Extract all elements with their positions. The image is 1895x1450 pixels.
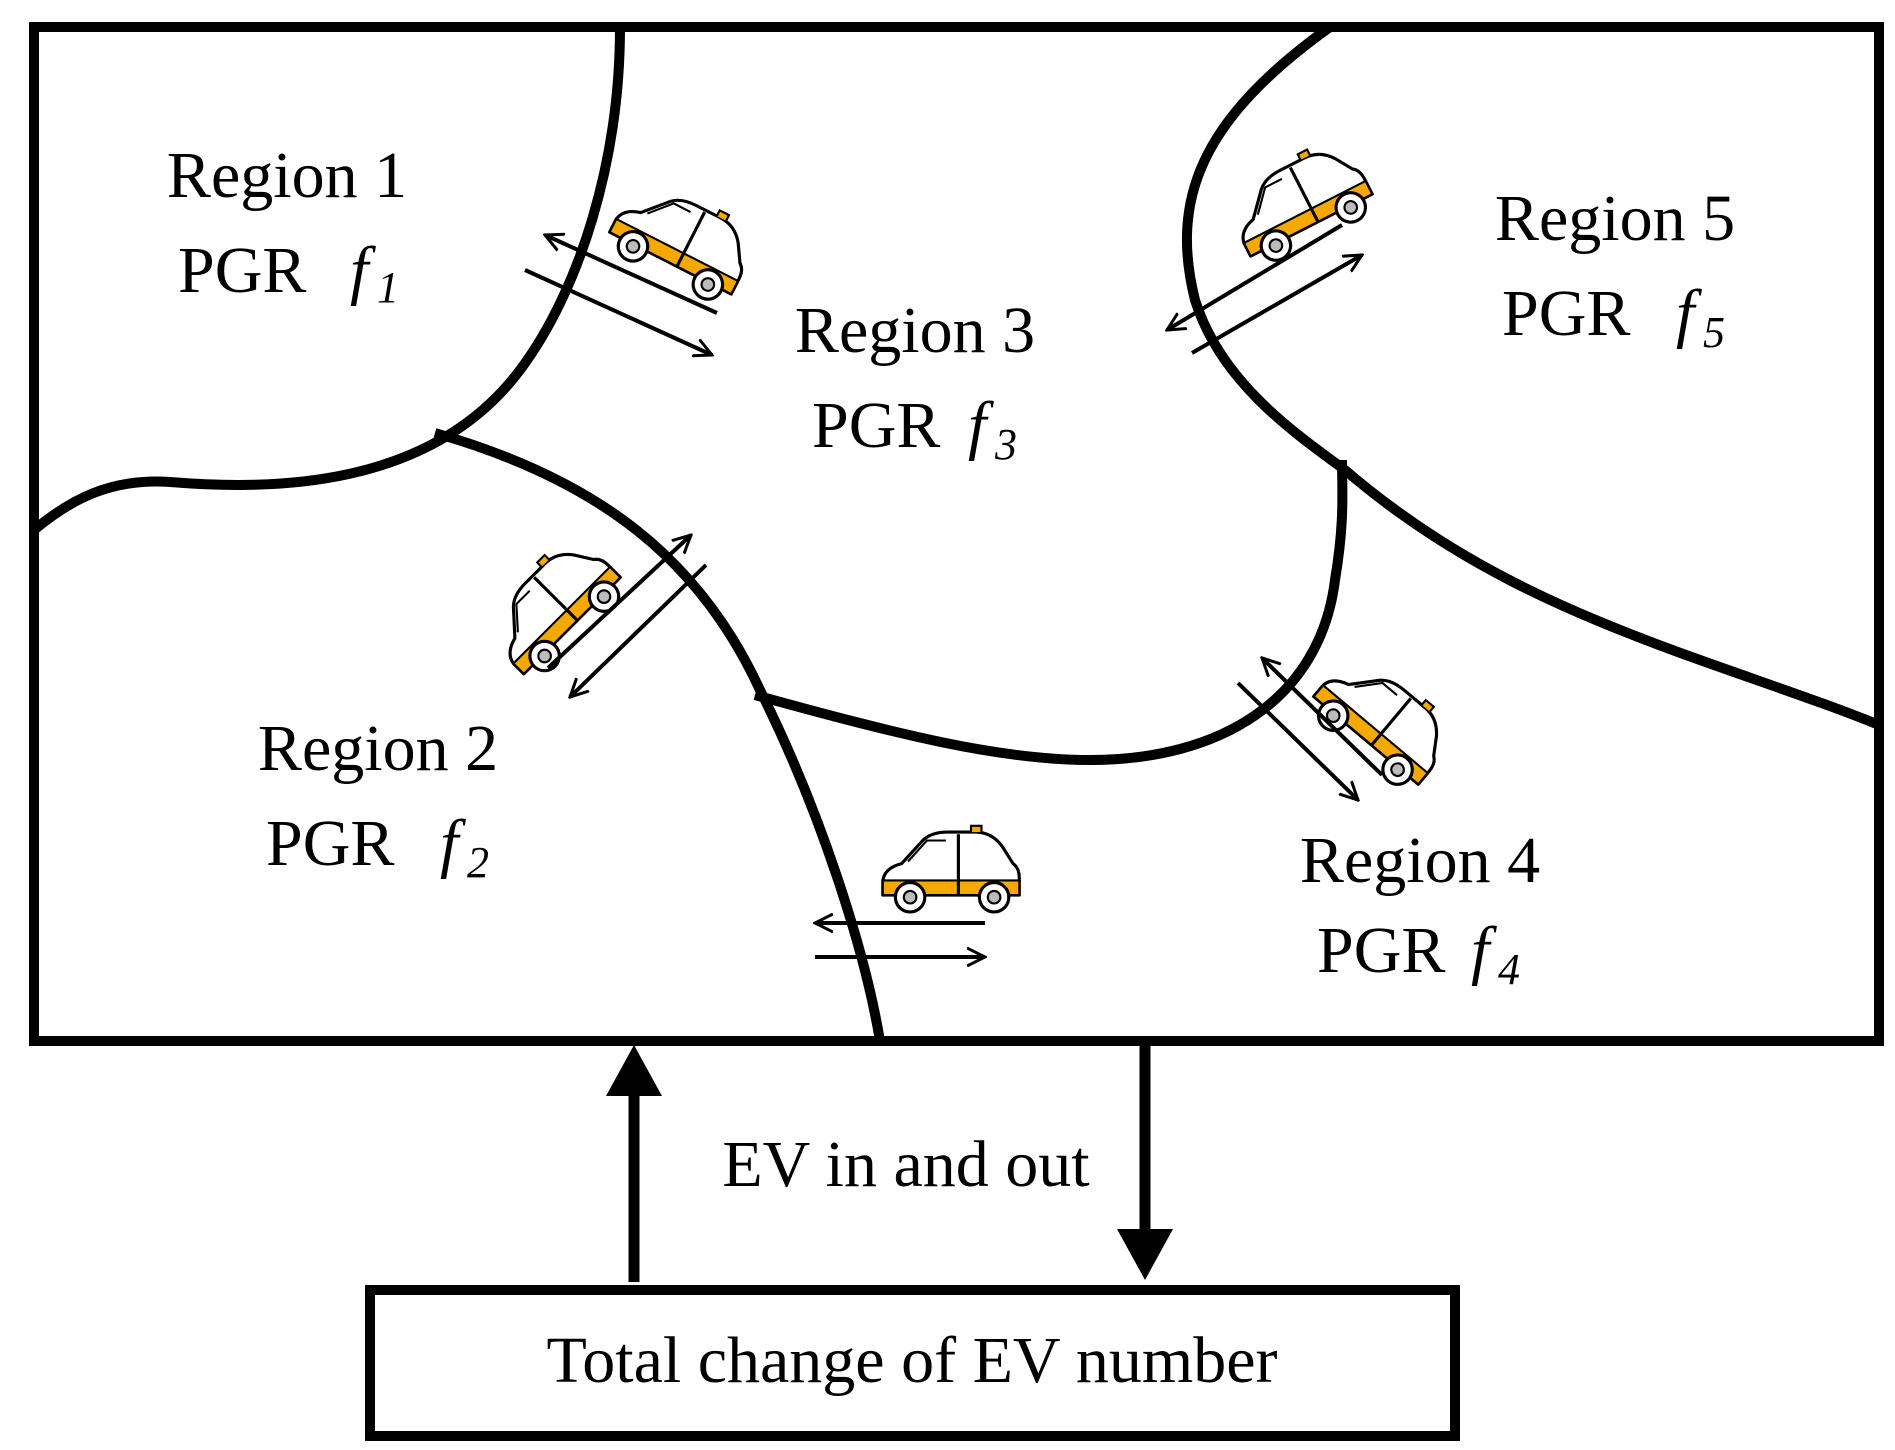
arrow-icon xyxy=(570,563,708,697)
pgr-symbol: f xyxy=(1676,277,1702,350)
pgr-subscript: 1 xyxy=(377,263,399,312)
region-2-label: Region 2 PGR f 2 xyxy=(258,712,498,887)
ev-in-arrow xyxy=(606,1045,662,1282)
arrow-icon xyxy=(546,535,691,670)
pgr-symbol: f xyxy=(968,389,994,462)
total-change-box xyxy=(365,1285,1460,1441)
pgr-symbol: f xyxy=(440,807,466,880)
pgr-label: PGR xyxy=(266,807,394,880)
transfer-1-3 xyxy=(524,168,765,355)
transfer-3-4 xyxy=(1236,641,1465,800)
boundary-region2-3 xyxy=(433,428,885,1042)
city-frame xyxy=(29,22,1884,1046)
pgr-label: PGR xyxy=(178,234,306,307)
pgr-label: PGR xyxy=(1317,914,1445,987)
pgr-label: PGR xyxy=(1502,277,1630,350)
boundary-region1 xyxy=(30,26,625,534)
total-change-label: Total change of EV number xyxy=(547,1324,1278,1397)
pgr-subscript: 3 xyxy=(994,420,1017,469)
flow-label: EV in and out xyxy=(722,1128,1089,1201)
ev-out-arrow xyxy=(1117,1041,1173,1280)
region-name: Region 3 xyxy=(795,294,1035,367)
transfer-2-4 xyxy=(815,824,1021,957)
boundary-region3-4 xyxy=(753,459,1348,766)
car-icon xyxy=(881,824,1021,914)
pgr-symbol: f xyxy=(350,234,376,307)
transfer-3-5 xyxy=(1167,130,1382,355)
region-name: Region 4 xyxy=(1300,824,1540,897)
pgr-symbol: f xyxy=(1471,914,1497,987)
arrow-icon xyxy=(545,235,718,315)
region-4-label: Region 4 PGR f 4 xyxy=(1300,824,1540,994)
arrow-icon xyxy=(1167,223,1344,330)
region-name: Region 5 xyxy=(1495,182,1735,255)
region-5-label: Region 5 PGR f 5 xyxy=(1495,182,1735,357)
arrow-icon xyxy=(1262,658,1384,777)
pgr-subscript: 5 xyxy=(1703,308,1725,357)
region-name: Region 2 xyxy=(258,712,498,785)
region-3-label: Region 3 PGR f 3 xyxy=(795,294,1035,469)
region-1-label: Region 1 PGR f 1 xyxy=(167,139,407,312)
car-icon xyxy=(600,168,765,311)
pgr-label: PGR xyxy=(812,389,940,462)
arrow-icon xyxy=(524,268,712,355)
arrow-icon xyxy=(1191,253,1362,355)
arrow-icon xyxy=(1236,681,1358,800)
region-name: Region 1 xyxy=(167,139,407,212)
transfer-2-3 xyxy=(473,526,708,697)
pgr-subscript: 2 xyxy=(467,838,489,887)
boundary-region5 xyxy=(1181,22,1881,730)
pgr-subscript: 4 xyxy=(1498,945,1520,994)
